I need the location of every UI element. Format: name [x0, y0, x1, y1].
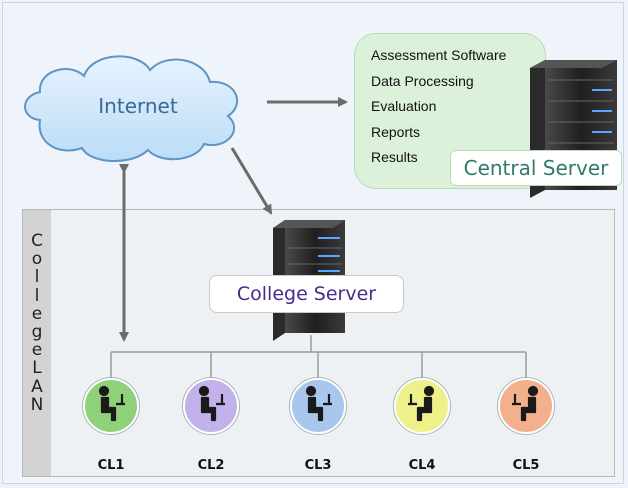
client-4-icon: [393, 377, 451, 435]
lan-letter: g: [31, 322, 43, 343]
service-item: Assessment Software: [371, 47, 507, 63]
lan-letter: N: [30, 394, 44, 415]
service-item: Evaluation: [371, 98, 437, 114]
central-server-icon: [530, 60, 617, 198]
lan-letter: o: [31, 249, 43, 270]
lan-letter: C: [31, 231, 43, 251]
internet-cloud-icon: [24, 55, 239, 162]
client-label: CL3: [304, 458, 332, 473]
client-1-icon: [82, 377, 140, 435]
college-lan-strip: [23, 210, 51, 476]
lan-letter: l: [34, 267, 40, 288]
service-item: Data Processing: [371, 72, 474, 89]
client-label: CL4: [408, 458, 436, 473]
lan-letter: L: [32, 358, 42, 379]
client-bus: [110, 335, 527, 378]
internet-label: Internet: [98, 94, 178, 118]
lan-letter: e: [31, 340, 43, 361]
client-label: CL5: [512, 458, 540, 473]
service-item: Results: [371, 149, 418, 165]
central-server-label: Central Server: [450, 150, 622, 186]
client-label: CL1: [97, 458, 125, 473]
client-label: CL2: [197, 458, 225, 473]
client-2-icon: [182, 377, 240, 435]
arrow-internet-to-college: [230, 147, 273, 215]
lan-letter: A: [31, 376, 43, 397]
college-server-label: College Server: [209, 275, 404, 313]
client-5-icon: [497, 377, 555, 435]
lan-letter: e: [31, 303, 43, 324]
lan-letter: l: [34, 285, 40, 306]
service-item: Reports: [371, 123, 421, 140]
client-3-icon: [289, 377, 347, 435]
